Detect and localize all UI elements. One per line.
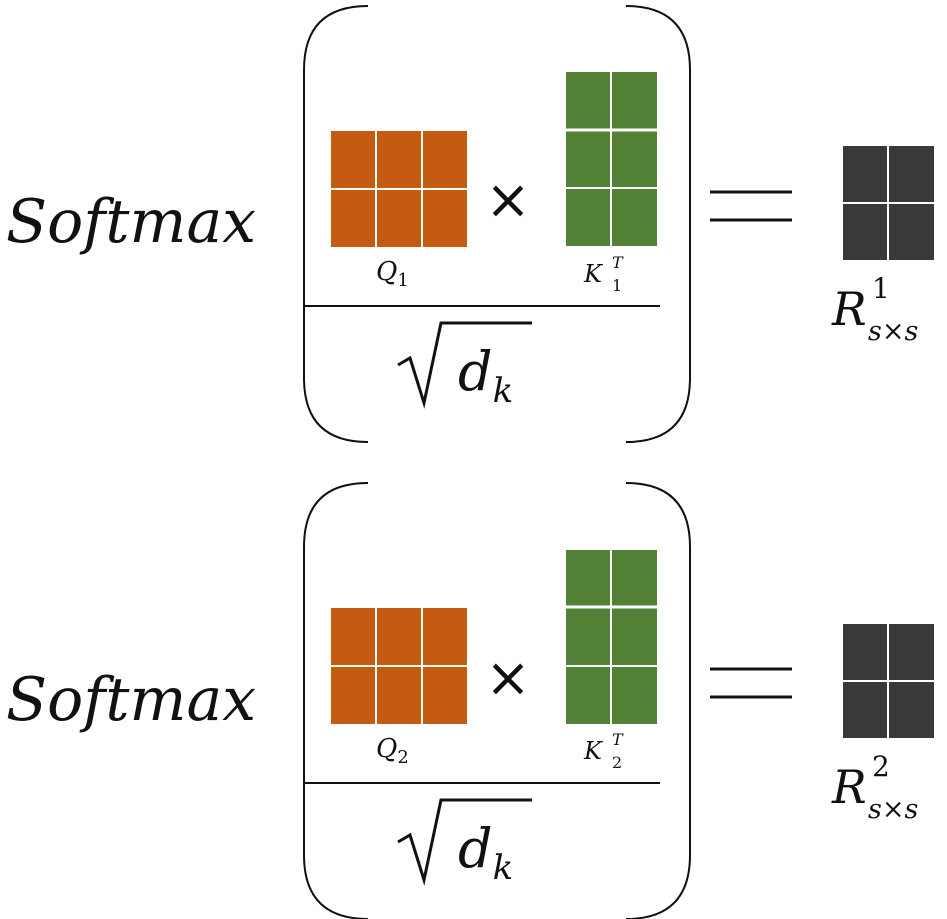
softmax-label: Softmax: [6, 187, 256, 257]
equals-sign-2: [710, 667, 792, 699]
radical-sign: [397, 321, 532, 409]
dk-label: dk: [458, 340, 513, 411]
equals-sign-1: [710, 190, 792, 222]
radical-sign: [397, 798, 532, 886]
sqrt-dk-2: dk: [397, 798, 532, 888]
sqrt-dk-1: dk: [397, 321, 532, 411]
result-matrix-2: [843, 624, 934, 738]
left-parenthesis: [303, 482, 369, 919]
key-matrix-1: [566, 72, 657, 246]
key-matrix-2: [566, 550, 657, 724]
softmax-label: Softmax: [6, 665, 256, 735]
query-label-1: Q1: [376, 257, 409, 291]
query-matrix-2: [331, 608, 467, 724]
query-matrix-1: [331, 131, 467, 247]
query-label-2: Q2: [376, 734, 409, 768]
left-parenthesis: [303, 5, 369, 443]
result-matrix-1: [843, 146, 934, 260]
right-parenthesis: [625, 5, 691, 443]
times-sign: ×: [485, 168, 530, 231]
dk-label: dk: [458, 817, 513, 888]
times-sign: ×: [485, 646, 530, 709]
right-parenthesis: [625, 482, 691, 919]
